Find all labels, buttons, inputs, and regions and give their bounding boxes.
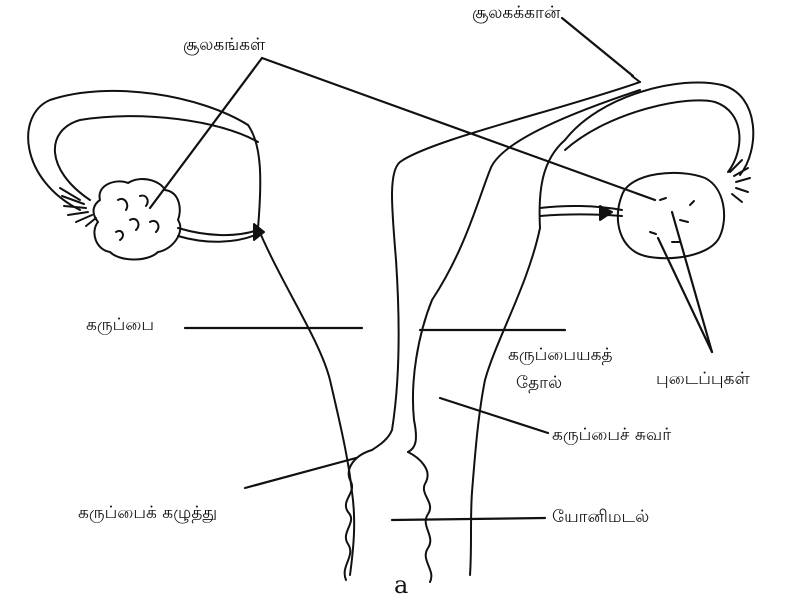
label-ovaries: சூலகங்கள் (183, 36, 265, 56)
left-ovarian-ligament (178, 228, 258, 235)
figure-caption: a (394, 572, 408, 600)
label-uterine-wall: கருப்பைச் சுவர் (552, 426, 671, 446)
right-fallopian-tube (565, 76, 753, 202)
uterine-cavity (372, 82, 640, 452)
label-cervix: கருப்பைக் கழுத்து (78, 504, 217, 524)
label-endometrium-line1: கருப்பையகத் (508, 346, 613, 366)
label-follicles: புடைப்புகள் (656, 370, 750, 390)
label-uterus: கருப்பை (86, 316, 154, 336)
label-vagina: யோனிமடல் (552, 508, 649, 528)
label-endometrium-line2: தோல் (516, 374, 562, 394)
left-ovary (94, 179, 181, 259)
cervix-vagina (345, 450, 432, 582)
right-ovarian-ligament (540, 206, 622, 210)
right-ovary (618, 173, 724, 258)
label-fallopian-tube: சூலகக்கான் (472, 4, 560, 24)
